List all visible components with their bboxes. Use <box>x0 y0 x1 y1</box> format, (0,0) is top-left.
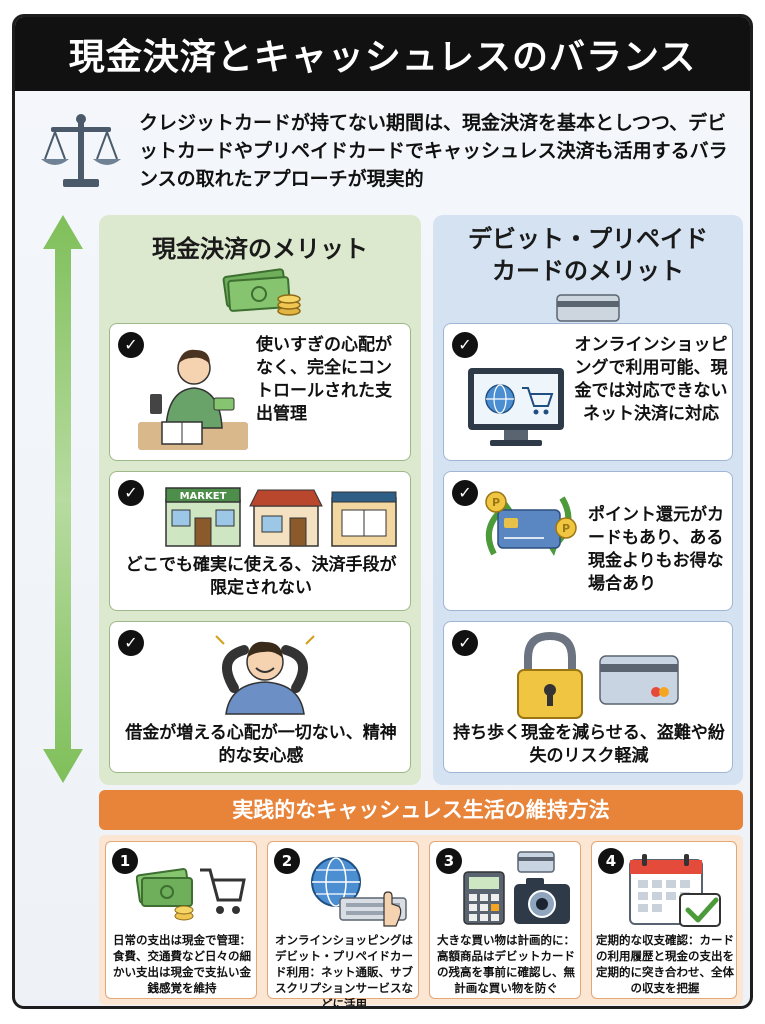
globe-keyboard-icon <box>311 857 407 927</box>
step-text: 大きな買い物は計画的に：高額商品はデビットカードの残高を事前に確認し、無計画な買… <box>437 933 575 995</box>
step-number: 3 <box>436 848 462 874</box>
cash-cart-icon <box>136 868 246 921</box>
page-title: 現金決済とキャッシュレスのバランス <box>68 37 697 78</box>
method-step: 2 オンラインショッピングはデビット・プリペイドカード利用：ネット通販、サブスク… <box>267 841 419 1006</box>
check-icon: ✓ <box>452 630 478 656</box>
cash-money-icon <box>222 268 301 316</box>
method-step: 4 定期的な収支確認：カードの利用履歴と現金の支出を定期的に突き合わせ、全体の収… <box>591 841 737 999</box>
points-card-icon: P P <box>485 491 577 556</box>
title-bar: 現金決済とキャッシュレスのバランス <box>15 17 750 91</box>
cash-merit-card: ✓ MARKET どこでも確実に使える、決済手段が限定されない <box>109 471 411 611</box>
card-merits-title: デビット・プリペイドカードのメリット <box>468 225 708 285</box>
step-number: 2 <box>274 848 300 874</box>
cash-merit-card: ✓ 使いすぎの心配がなく、完全にコントロールされた支出管理 <box>109 323 411 461</box>
card-merit-card: ✓ P P ポイント還元がカードもあり、ある現金よりもお得な場合あり <box>443 471 733 611</box>
svg-text:P: P <box>492 496 500 509</box>
shops-icon: MARKET <box>165 487 397 547</box>
infographic-frame: 現金決済とキャッシュレスのバランス クレジットカードが持てない期間は、現金決済を… <box>12 14 753 1009</box>
card-merit-text: オンラインショッピングで利用可能、現金では対応できないネット決済に対応 <box>574 335 728 424</box>
card-merit-text: ポイント還元がカードもあり、ある現金よりもお得な場合あり <box>588 505 724 594</box>
cash-merits-title: 現金決済のメリット <box>152 235 368 263</box>
step-text: 日常の支出は現金で管理：食費、交通費など日々の細かい支出は現金で支払い金銭感覚を… <box>113 933 251 995</box>
card-merit-card: ✓ オンラインショッピングで利用可能、現金では対応できないネット決済に対応 <box>443 323 733 461</box>
step-text: オンラインショッピングはデビット・プリペイドカード利用：ネット通販、サブスクリプ… <box>275 933 413 1009</box>
cash-merit-text: 使いすぎの心配がなく、完全にコントロールされた支出管理 <box>256 335 392 424</box>
intro-section: クレジットカードが持てない期間は、現金決済を基本としつつ、デビットカードやプリペ… <box>33 105 738 205</box>
check-icon: ✓ <box>452 480 478 506</box>
relaxed-person-icon <box>215 635 315 715</box>
person-budgeting-icon <box>138 349 248 450</box>
lock-and-card-icon <box>517 632 679 719</box>
svg-text:P: P <box>562 522 570 535</box>
check-icon: ✓ <box>118 332 144 358</box>
cash-merit-card: ✓ 借金が増える心配が一切ない、精神的な安心感 <box>109 621 411 773</box>
intro-text: クレジットカードが持てない期間は、現金決済を基本としつつ、デビットカードやプリペ… <box>139 112 728 190</box>
practical-methods-section: 1 日常の支出は現金で管理：食費、交通費など日々の細かい支出は現金で支払い金銭感… <box>99 835 743 1006</box>
card-icon <box>556 294 620 322</box>
check-icon: ✓ <box>452 332 478 358</box>
method-step: 1 日常の支出は現金で管理：食費、交通費など日々の細かい支出は現金で支払い金銭感… <box>105 841 257 999</box>
calculator-camera-icon <box>463 851 570 925</box>
cash-merits-panel: 現金決済のメリット ✓ 使いすぎの心配がなく、完全にコントロールされた支出管理 <box>99 215 421 785</box>
step-number: 4 <box>598 848 624 874</box>
check-icon: ✓ <box>118 480 144 506</box>
card-merit-text: 持ち歩く現金を減らせる、盗難や紛失のリスク軽減 <box>453 723 725 766</box>
market-sign: MARKET <box>180 491 227 502</box>
card-merit-card: ✓ 持ち歩く現金を減らせる、盗難や紛失のリスク軽減 <box>443 621 733 773</box>
balance-scale-icon <box>41 114 121 187</box>
double-arrow-icon <box>43 215 83 783</box>
cash-merit-text: 借金が増える心配が一切ない、精神的な安心感 <box>125 723 397 766</box>
method-step: 3 大きな買い物は計画的に：高額商品はデビットカードの残高を事前に確認し、無計画… <box>429 841 581 999</box>
card-merits-panel: デビット・プリペイドカードのメリット ✓ オンラインショッピングで利用可能、現金… <box>433 215 743 785</box>
check-icon: ✓ <box>118 630 144 656</box>
step-text: 定期的な収支確認：カードの利用履歴と現金の支出を定期的に突き合わせ、全体の収支を… <box>596 933 734 995</box>
calendar-check-icon <box>629 854 721 927</box>
practical-methods-banner: 実践的なキャッシュレス生活の維持方法 <box>99 790 743 830</box>
step-number: 1 <box>112 848 138 874</box>
computer-shopping-icon <box>468 368 564 446</box>
cash-merit-text: どこでも確実に使える、決済手段が限定されない <box>125 555 397 598</box>
